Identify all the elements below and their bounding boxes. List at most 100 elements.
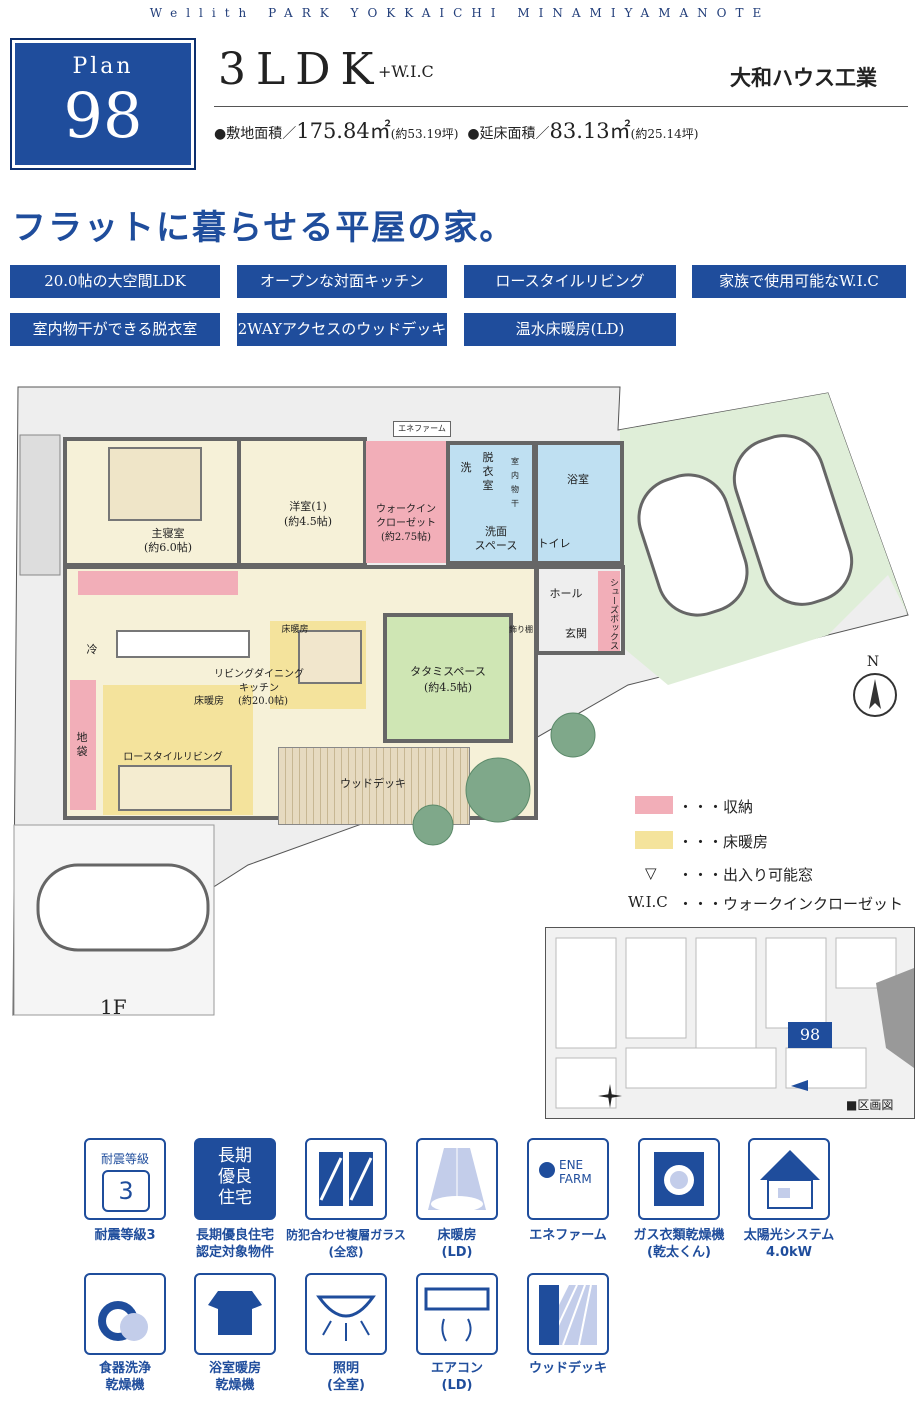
enefarm-label: エネファーム xyxy=(529,1228,607,1243)
site-area-value: 175.84㎡ xyxy=(296,119,391,143)
legend-window-symbol: ▽ xyxy=(645,864,657,882)
wic-size: (約2.75帖) xyxy=(380,532,432,543)
bath-dryer-icon xyxy=(194,1273,276,1355)
wic-label: ウォークイン クローゼット xyxy=(376,504,436,529)
hall-label: ホール xyxy=(549,587,583,600)
enefarm-icon: ENE FARM xyxy=(527,1138,609,1220)
north-compass-icon xyxy=(853,673,897,717)
floor-area-tsubo: (約25.14坪) xyxy=(630,127,699,141)
legend-wic-text: ・・・ウォークインクローゼット xyxy=(678,895,904,913)
builder-name: 大和ハウス工業 xyxy=(730,66,877,90)
long-term-housing-text: 長期 優良 住宅 xyxy=(218,1146,252,1208)
feature-tag: 温水床暖房(LD) xyxy=(464,313,676,346)
ldk-size: (約20.0帖) xyxy=(237,696,289,707)
washroom xyxy=(446,441,536,565)
gas-dryer-label: ガス衣類乾燥機 (乾太くん) xyxy=(633,1228,725,1260)
aircon-icon xyxy=(416,1273,498,1355)
feature-tag: オープンな対面キッチン xyxy=(237,265,447,298)
site-area-label: ●敷地面積／ xyxy=(214,126,297,142)
layout-type: 3LDK xyxy=(218,44,384,95)
area-info: ●敷地面積／175.84㎡(約53.19坪) ●延床面積／83.13㎡(約25.… xyxy=(214,115,698,145)
entrance-label: 玄関 xyxy=(565,627,587,640)
floor-area-value: 83.13㎡ xyxy=(549,119,631,143)
floor-plan: エネファーム 主寝室 (約6.0帖) 洋室(1) (約4.5帖) ウォークイン … xyxy=(8,385,910,1020)
storage-jibukuro xyxy=(70,680,96,810)
storage-shelf xyxy=(78,571,238,595)
dishwasher-label: 食器洗浄 乾燥機 xyxy=(98,1361,151,1393)
sofa xyxy=(118,765,232,811)
solar-label: 太陽光システム 4.0kW xyxy=(743,1228,835,1260)
floor-heating-label: 床暖房 (LD) xyxy=(437,1228,477,1260)
plan-label: Plan xyxy=(72,54,134,79)
legend-storage-swatch xyxy=(635,796,673,814)
map-marker: 98 xyxy=(788,1022,832,1048)
master-size: (約6.0帖) xyxy=(143,541,193,554)
enefarm-text: ENE FARM xyxy=(559,1158,592,1186)
header-divider xyxy=(214,106,908,107)
legend-wic-symbol: W.I.C xyxy=(628,893,668,911)
long-term-housing-icon: 長期 優良 住宅 xyxy=(194,1138,276,1220)
western-room xyxy=(237,437,367,567)
shelf-label: 飾り棚 xyxy=(509,625,533,634)
wash-label: 洗 xyxy=(460,461,472,474)
site-map-drawing xyxy=(555,937,914,1109)
legend-window-text: ・・・出入り可能窓 xyxy=(678,866,814,884)
dishwasher-icon xyxy=(84,1273,166,1355)
map-caption: ■区画図 xyxy=(846,1098,894,1112)
plan-badge: Plan 98 xyxy=(10,38,196,170)
dining-table xyxy=(298,630,362,684)
ldk-label: リビングダイニング キッチン xyxy=(214,669,304,694)
ldk-heat-label: 床暖房 xyxy=(194,696,224,707)
wood-deck-icon xyxy=(527,1273,609,1355)
floor-label: 1F xyxy=(100,995,127,1019)
feature-tag: 室内物干ができる脱衣室 xyxy=(10,313,220,346)
plan-number: 98 xyxy=(63,79,143,152)
enefarm-label: エネファーム xyxy=(393,421,451,437)
legend-storage-text: ・・・収納 xyxy=(678,798,754,816)
fridge-label: 冷 xyxy=(86,643,98,656)
feature-tag: 2WAYアクセスのウッドデッキ xyxy=(237,313,447,346)
gas-dryer-icon xyxy=(638,1138,720,1220)
bath-dryer-label: 浴室暖房 乾燥機 xyxy=(208,1361,261,1393)
feature-tag: 家族で使用可能なW.I.C xyxy=(692,265,906,298)
aircon-label: エアコン (LD) xyxy=(430,1361,483,1393)
deck-label: ウッドデッキ xyxy=(340,777,406,790)
earthquake-grade-text: 耐震等級 xyxy=(100,1152,149,1166)
lighting-icon xyxy=(305,1273,387,1355)
shoebox-label: シューズボックス xyxy=(608,578,618,650)
indoor-drying-label: 室内物干 xyxy=(511,457,519,508)
earthquake-grade-icon: 耐震等級 3 xyxy=(84,1138,166,1220)
western-label: 洋室(1) xyxy=(289,500,327,513)
walk-in-closet xyxy=(366,441,446,563)
bathroom xyxy=(534,441,624,565)
earthquake-grade-label: 耐震等級3 xyxy=(94,1228,156,1243)
lighting-label: 照明 (全室) xyxy=(327,1361,365,1393)
wood-deck-label: ウッドデッキ xyxy=(528,1361,607,1376)
western-size: (約4.5帖) xyxy=(283,515,333,528)
floor-heating-icon xyxy=(416,1138,498,1220)
map-compass-icon xyxy=(598,1084,622,1108)
headline: フラットに暮らせる平屋の家。 xyxy=(12,208,516,248)
jibukuro-label: 地 袋 xyxy=(76,731,88,758)
long-term-housing-label: 長期優良住宅 認定対象物件 xyxy=(195,1228,274,1260)
washroom-label: 洗面 スペース xyxy=(474,525,518,552)
tatami-space xyxy=(383,613,513,743)
site-map: 98 ■区画図 xyxy=(545,927,915,1119)
feature-tag: 20.0帖の大空間LDK xyxy=(10,265,220,298)
feature-tag: ロースタイルリビング xyxy=(464,265,676,298)
shoe-box xyxy=(598,571,620,651)
solar-icon xyxy=(748,1138,830,1220)
low-living-label: ロースタイルリビング xyxy=(123,752,223,763)
north-label: N xyxy=(866,654,880,670)
site-area-tsubo: (約53.19坪) xyxy=(390,127,459,141)
tatami-size: (約4.5帖) xyxy=(423,681,473,694)
series-name: Wellith PARK YOKKAICHI MINAMIYAMANOTE xyxy=(149,6,771,20)
bed xyxy=(108,447,202,521)
security-glass-icon xyxy=(305,1138,387,1220)
legend-heat-swatch xyxy=(635,831,673,849)
master-label: 主寝室 xyxy=(151,527,185,540)
dressing-label: 脱 衣 室 xyxy=(482,451,494,492)
security-glass-label: 防犯合わせ複層ガラス (全窓) xyxy=(286,1228,406,1259)
kitchen-counter xyxy=(116,630,250,658)
legend-heat-text: ・・・床暖房 xyxy=(678,833,769,851)
